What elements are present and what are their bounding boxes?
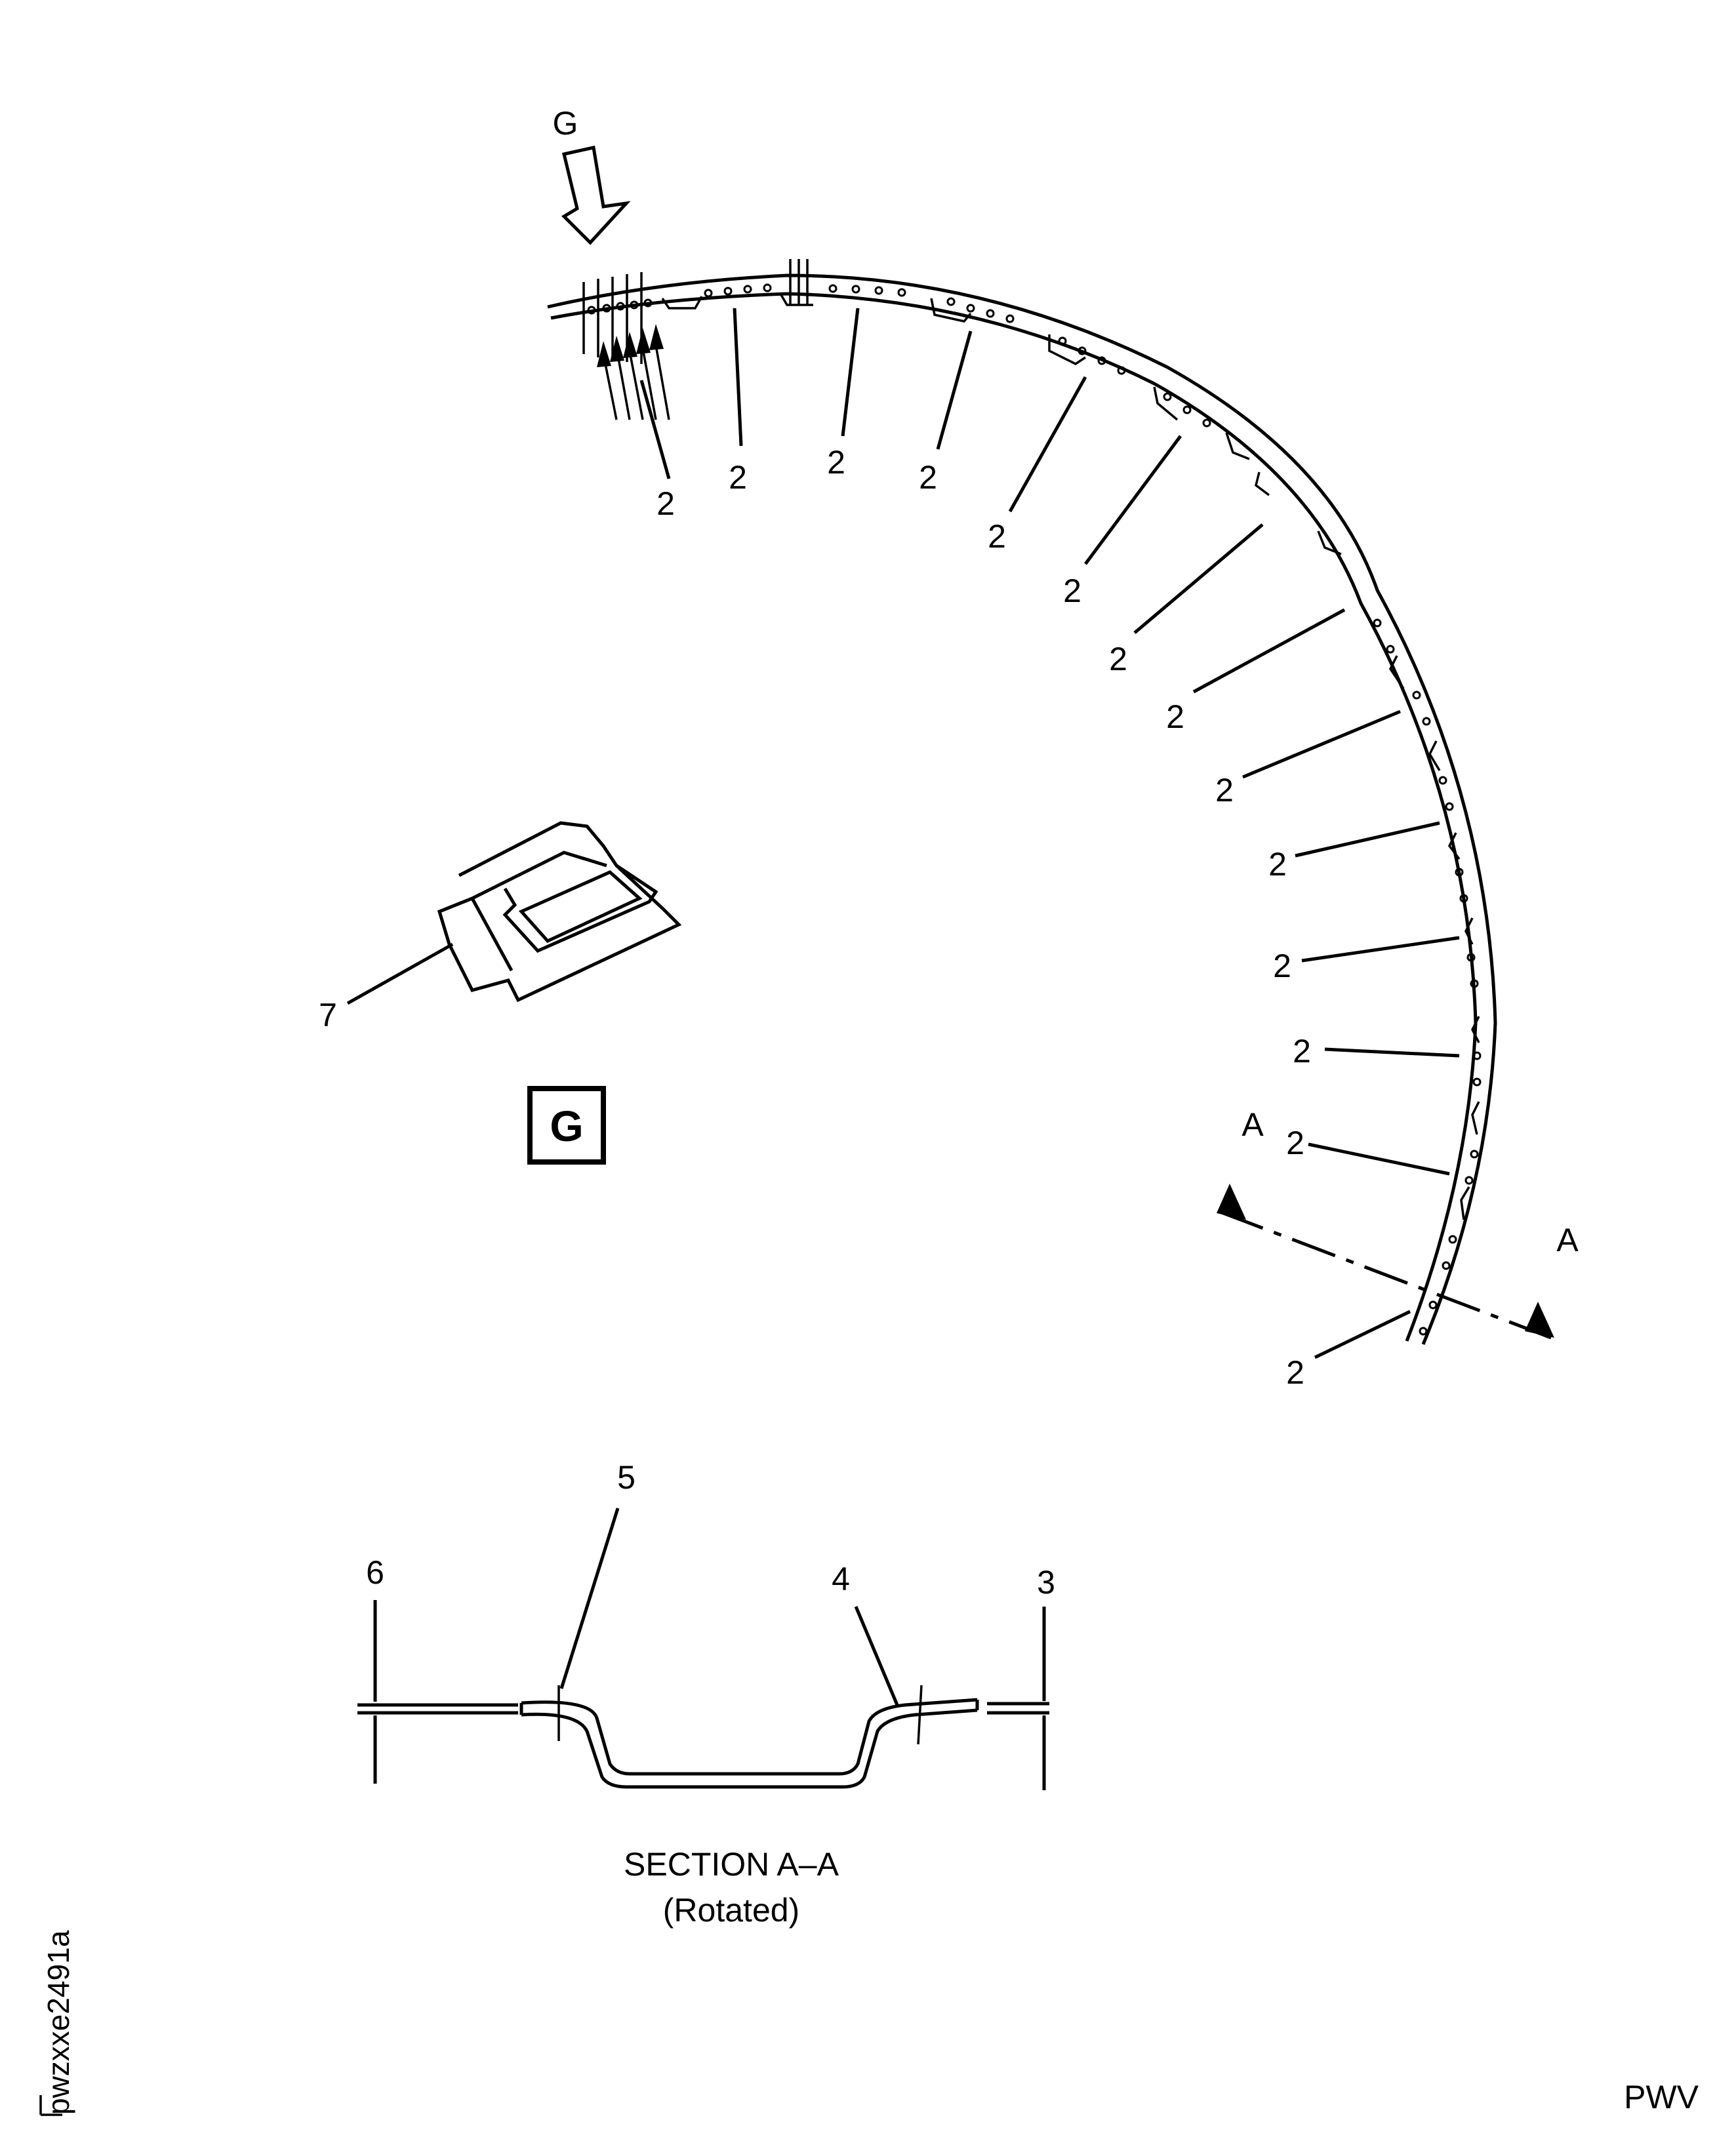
figure-id-bracket bbox=[39, 2095, 62, 2116]
leaders-part2 bbox=[639, 308, 1460, 1359]
view-g-box-label: G bbox=[550, 1102, 583, 1150]
callout-2-h: 2 bbox=[1166, 698, 1184, 735]
seal-arc bbox=[547, 259, 1497, 1345]
callout-2-b: 2 bbox=[729, 459, 747, 496]
view-g-arrow-label: G bbox=[553, 105, 578, 142]
arrow-bundle bbox=[582, 272, 670, 420]
section-marker-right: A bbox=[1556, 1222, 1579, 1258]
callout-2-i: 2 bbox=[1215, 772, 1234, 809]
section-cut-line bbox=[1217, 1184, 1554, 1340]
leader-part7 bbox=[346, 942, 454, 1005]
callout-2-m: 2 bbox=[1286, 1125, 1304, 1161]
callout-labels: 2 2 2 2 2 2 2 2 2 2 2 2 2 2 7 6 5 4 3 bbox=[319, 444, 1311, 1601]
callout-3: 3 bbox=[1037, 1564, 1055, 1601]
callout-2-d: 2 bbox=[919, 459, 937, 496]
callout-7: 7 bbox=[319, 997, 337, 1033]
callout-2-e: 2 bbox=[988, 518, 1006, 555]
part-7-drawing bbox=[437, 821, 682, 1003]
callout-2-c: 2 bbox=[827, 444, 845, 481]
section-subtitle: (Rotated) bbox=[663, 1892, 799, 1929]
callout-2-l: 2 bbox=[1293, 1033, 1311, 1070]
section-title: SECTION A–A bbox=[624, 1846, 839, 1883]
callout-2-g: 2 bbox=[1109, 641, 1127, 677]
figure-id: pwzxxe2491a bbox=[41, 1930, 75, 2115]
callout-2-k: 2 bbox=[1273, 948, 1291, 984]
section-marker-left: A bbox=[1241, 1106, 1264, 1143]
callout-2-f: 2 bbox=[1063, 572, 1081, 609]
callout-4: 4 bbox=[832, 1561, 850, 1597]
footer-code: PWV bbox=[1624, 2079, 1699, 2115]
callout-6: 6 bbox=[366, 1554, 384, 1591]
view-g-arrow bbox=[561, 145, 631, 245]
callout-2-n: 2 bbox=[1286, 1354, 1304, 1391]
section-dimensions bbox=[373, 1508, 1046, 1790]
view-g-box bbox=[527, 1086, 606, 1165]
section-profile bbox=[357, 1685, 1049, 1789]
callout-2-j: 2 bbox=[1268, 846, 1287, 883]
callout-5: 5 bbox=[617, 1459, 636, 1496]
callout-2-a: 2 bbox=[656, 485, 675, 522]
